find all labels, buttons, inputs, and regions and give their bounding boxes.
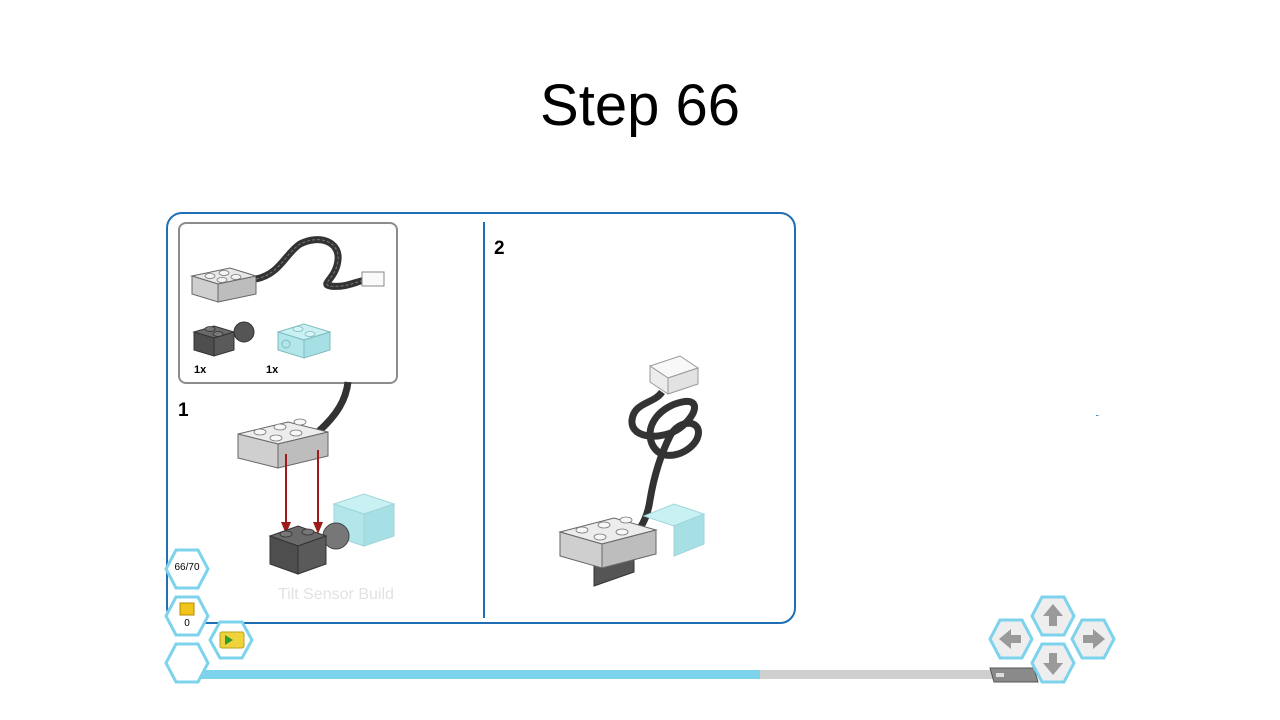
count-badge-label: 0	[184, 618, 190, 629]
nav-up-button[interactable]	[1030, 595, 1076, 637]
tilt-sensor-part-icon	[190, 236, 385, 303]
substep-number-1: 1	[178, 400, 189, 421]
nav-right-button[interactable]	[1070, 618, 1116, 660]
faded-caption: Tilt Sensor Build	[278, 586, 394, 603]
part-qty-1: 1x	[194, 364, 207, 376]
play-button[interactable]	[208, 620, 254, 660]
progress-end-handle[interactable]	[988, 664, 1048, 686]
arrow-down-icon	[1043, 653, 1063, 675]
substep-number-2: 2	[494, 238, 505, 259]
parts-list-box: 1x 1x	[178, 222, 398, 384]
step-title: Step 66	[540, 73, 740, 138]
play-icon	[225, 635, 233, 645]
dark-grey-brick-with-ball-icon	[192, 321, 255, 357]
nav-down-button[interactable]	[1030, 642, 1076, 684]
arrow-up-icon	[1043, 604, 1063, 626]
step-1-illustration	[237, 381, 396, 575]
page-counter-button[interactable]: 66/70	[164, 548, 210, 590]
star-icon	[179, 602, 195, 616]
instruction-panel: 1x 1x 1 2 Tilt Sensor Build	[166, 212, 796, 624]
progress-bar[interactable]	[200, 670, 1000, 679]
part-qty-2: 1x	[266, 364, 279, 376]
nav-left-button[interactable]	[988, 618, 1034, 660]
progress-bar-fill	[200, 670, 760, 679]
count-badge-button[interactable]: 0	[164, 595, 210, 637]
arrow-left-icon	[999, 629, 1021, 649]
step-2-illustration	[558, 355, 706, 587]
empty-hex-button[interactable]	[164, 642, 210, 684]
arrow-right-icon	[1083, 629, 1105, 649]
transparent-blue-brick-icon	[276, 323, 332, 359]
continue-arrow	[1096, 415, 1100, 416]
page-counter-label: 66/70	[174, 562, 200, 573]
panel-divider	[483, 222, 485, 618]
